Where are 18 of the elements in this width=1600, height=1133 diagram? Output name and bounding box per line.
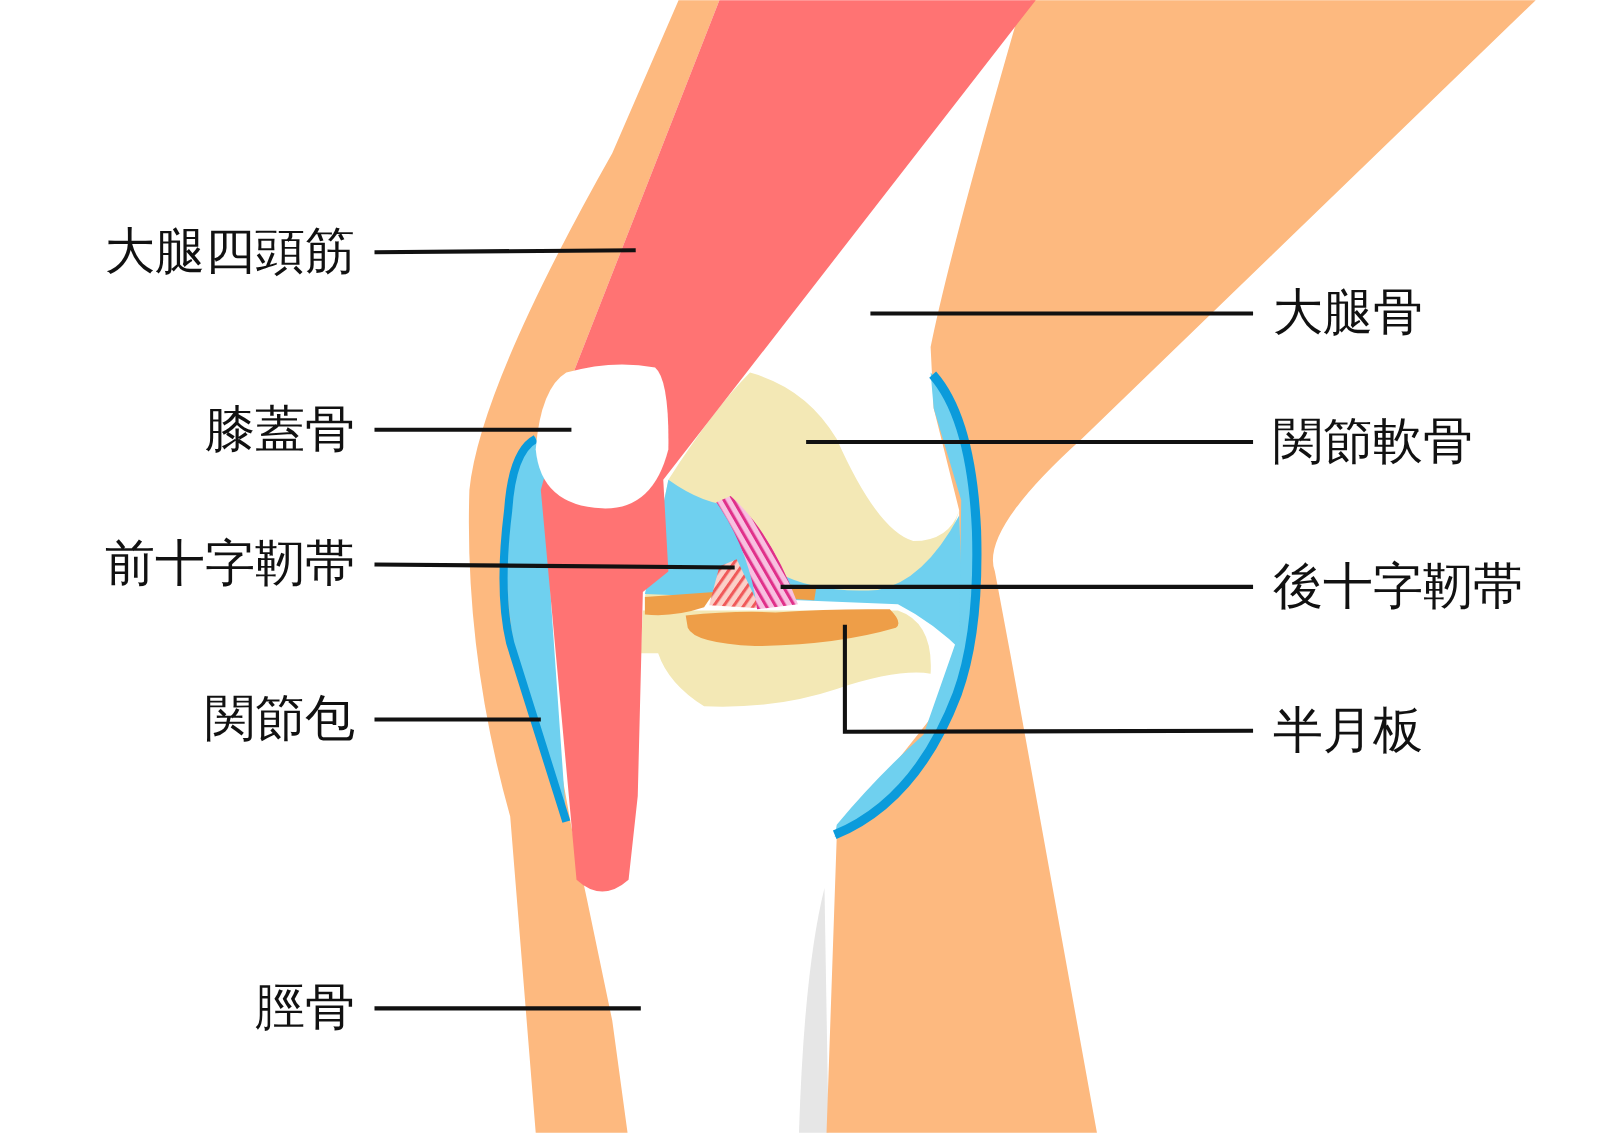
part-label: 関節包	[204, 690, 375, 749]
leader-line	[870, 311, 1254, 316]
leader-line	[374, 427, 572, 432]
leader-line	[374, 562, 735, 570]
leader-line	[374, 1006, 641, 1011]
leader-line	[374, 717, 541, 722]
leader-line	[806, 439, 1254, 445]
part-label: 後十字靭帯	[1253, 558, 1524, 616]
part-label: 膝蓋骨	[204, 400, 375, 459]
part-label: 半月板	[1253, 701, 1424, 760]
leader-line	[780, 584, 1254, 589]
part-label: 関節軟骨	[1253, 413, 1474, 471]
leader-line	[374, 248, 636, 255]
part-label: 脛骨	[254, 979, 375, 1037]
part-label: 前十字靭帯	[104, 535, 375, 594]
leader-line	[842, 624, 1254, 734]
part-label: 大腿四頭筋	[104, 223, 375, 281]
part-label: 大腿骨	[1253, 284, 1424, 342]
